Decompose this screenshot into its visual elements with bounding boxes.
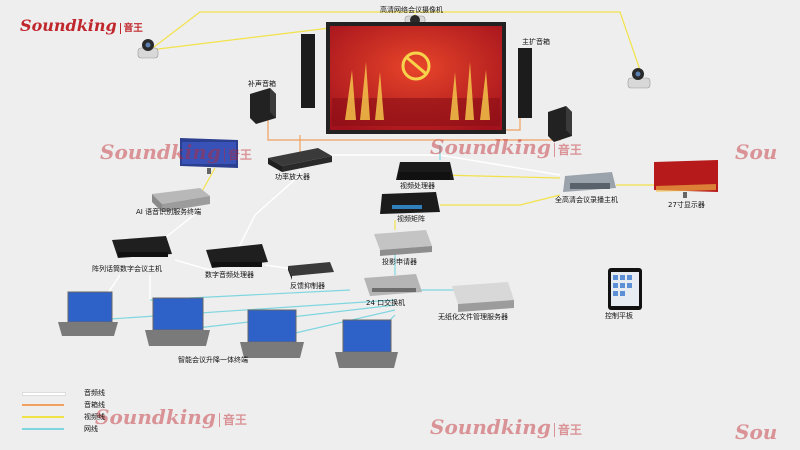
label-fill-speaker: 补声音箱	[248, 80, 276, 88]
brand-watermark-6: Sou	[735, 420, 778, 444]
fill-speaker-left	[250, 88, 276, 124]
main-speaker-left	[301, 34, 315, 108]
main-speaker-right	[518, 48, 532, 118]
label-array-host: 阵列话筒数字会议主机	[92, 265, 162, 273]
label-dsp: 数字音频处理器	[205, 271, 254, 279]
tablet-device	[608, 268, 642, 310]
label-lift-terminal: 智能会议升降一体终端	[178, 356, 248, 364]
fill-speaker-right	[548, 106, 572, 142]
lift-terminal-1	[58, 291, 118, 336]
legend-item-network: 网线	[22, 424, 142, 434]
legend-label-network: 网线	[84, 425, 98, 433]
label-tablet: 控制平板	[605, 312, 633, 320]
label-video-matrix: 视频矩阵	[397, 215, 425, 223]
brand-watermark-3: Sou	[735, 140, 778, 164]
camera-left	[137, 39, 159, 59]
camera-right	[627, 68, 651, 89]
switch24-device	[364, 274, 422, 296]
label-power-amp: 功率放大器	[275, 173, 310, 181]
feedback-device	[288, 262, 334, 280]
recorder-device	[563, 172, 616, 192]
legend-swatch-audio	[22, 392, 66, 396]
dsp-device	[206, 244, 268, 268]
legend-label-speaker: 音箱线	[84, 401, 105, 409]
label-feedback: 反馈抑制器	[290, 282, 325, 290]
label-recorder: 全高清会议录播主机	[555, 196, 618, 204]
legend-swatch-video	[22, 416, 64, 418]
label-paperless-server: 无纸化文件管理服务器	[438, 313, 508, 321]
video-processor-device	[396, 162, 454, 180]
label-ai-terminal: AI 语音识别服务终端	[136, 208, 202, 216]
label-switch24: 24 口交换机	[366, 299, 406, 307]
label-display27: 27寸显示器	[668, 201, 705, 209]
legend-swatch-speaker	[22, 404, 64, 406]
lift-terminal-3	[240, 309, 304, 358]
main-display	[326, 22, 506, 134]
array-host-device	[112, 236, 172, 258]
label-video-processor: 视频处理器	[400, 182, 435, 190]
lift-terminal-4	[335, 319, 398, 368]
ai-monitor	[180, 138, 238, 174]
lift-terminal-2	[145, 297, 210, 346]
power-amp-device	[268, 148, 332, 172]
legend-label-video: 视频线	[84, 413, 105, 421]
label-main-speaker: 主扩音箱	[522, 38, 550, 46]
projector-switch-device	[374, 230, 432, 256]
legend-item-video: 视频线	[22, 412, 142, 422]
paperless-server-device	[452, 282, 514, 312]
legend-item-audio: 音频线	[22, 388, 142, 398]
ai-terminal-device	[152, 188, 210, 212]
display27-monitor	[654, 160, 718, 198]
legend-swatch-network	[22, 428, 64, 430]
video-matrix-device	[380, 192, 440, 214]
legend-label-audio: 音频线	[84, 389, 105, 397]
label-projector-switch: 投影申请器	[382, 258, 417, 266]
label-camera: 高清网络会议摄像机	[380, 6, 443, 14]
legend-item-speaker: 音箱线	[22, 400, 142, 410]
